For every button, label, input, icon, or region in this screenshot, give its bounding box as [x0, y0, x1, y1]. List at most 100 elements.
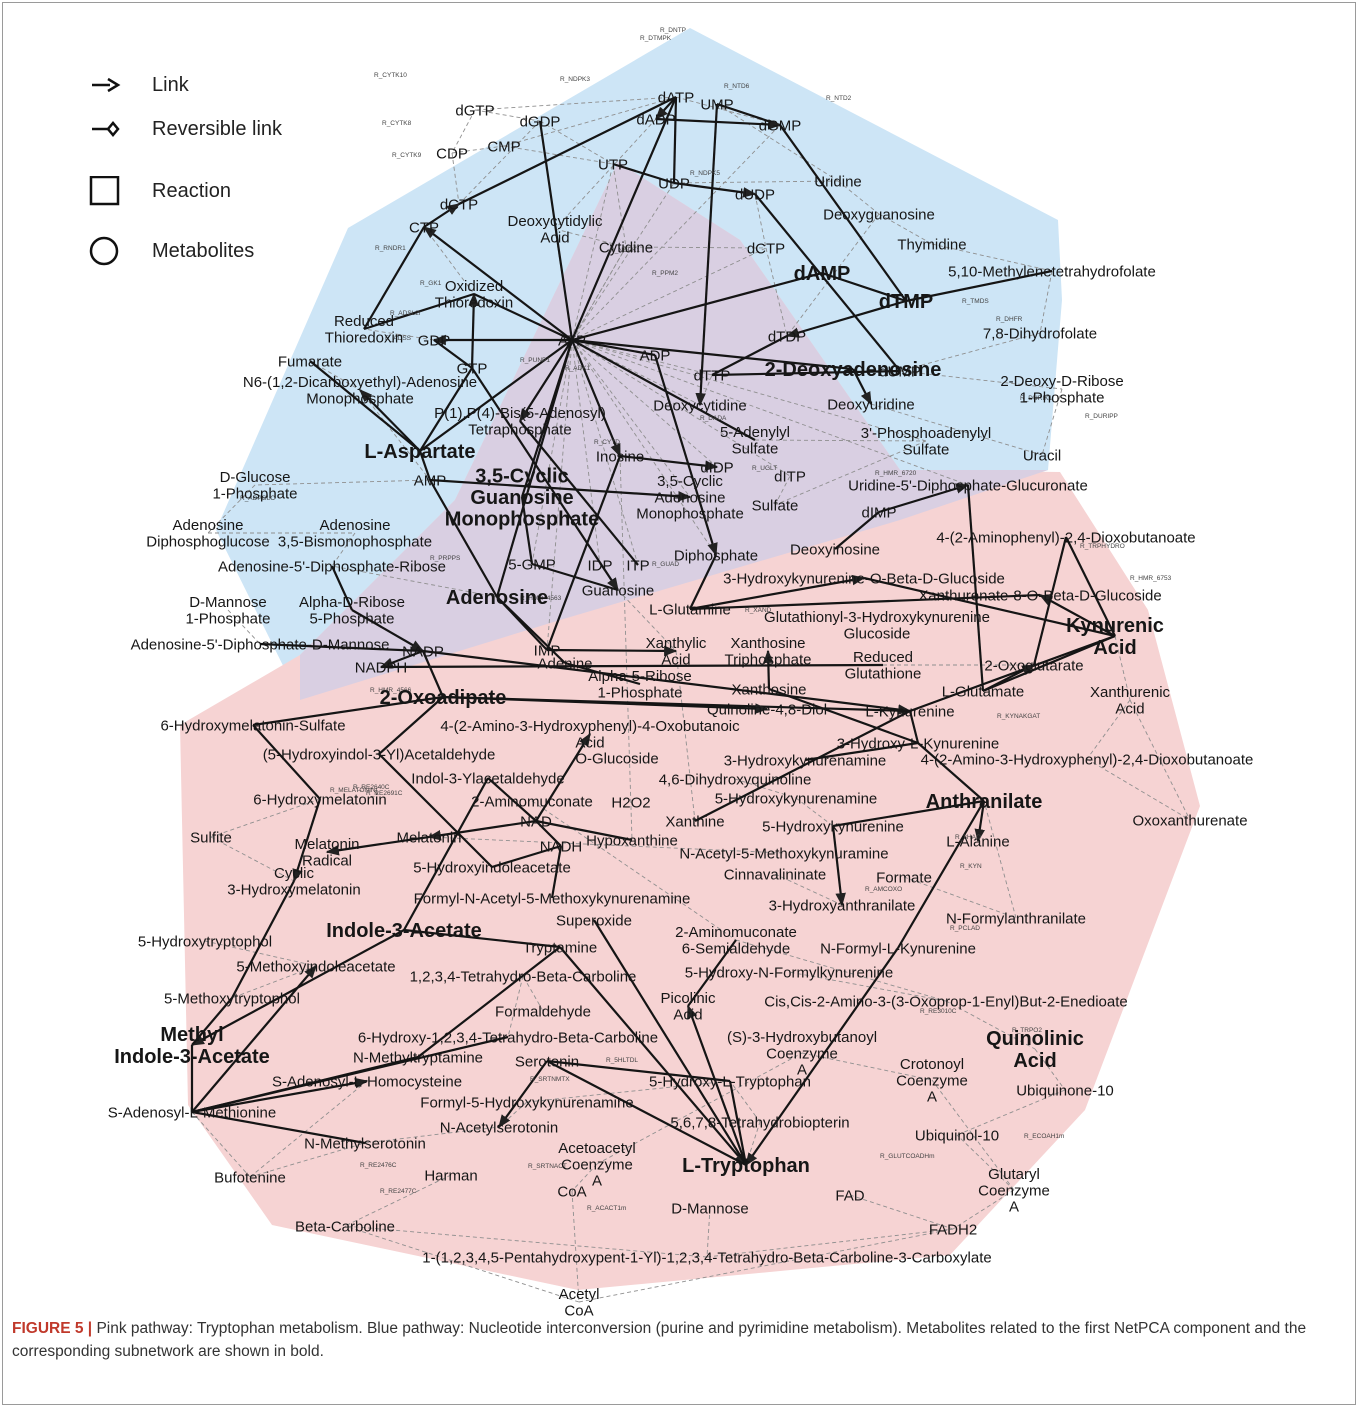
metabolite-XanthureneGlucoside: Xanthurenate-8-O-Beta-D-Glucoside	[918, 587, 1161, 604]
bold-link-Oxoadipate-Quinoline	[442, 695, 769, 714]
metabolite-dGMP: dGMP	[759, 117, 802, 134]
reaction-label: R_GUAD	[652, 561, 679, 568]
bold-link-NADH-HIAA	[491, 844, 562, 869]
bold-link-NAD-AHOB	[535, 732, 591, 822]
metabolite-Inosine: Inosine	[596, 448, 644, 465]
metabolite-Xanthosine: Xanthosine	[731, 681, 806, 698]
metabolite-HKynurenamine: 3-Hydroxykynurenamine	[724, 752, 887, 769]
metabolite-dCTP: dCTP	[440, 196, 478, 213]
region-tryptophan-metabolism	[180, 162, 1200, 1290]
bold-link-GTP-OxThio	[468, 292, 479, 369]
link-Dihydroxyquinoline-HKynurenamine5	[734, 778, 797, 799]
bold-link-HK-HKynurenamine	[804, 741, 919, 762]
link-DeoxycytidylicAcid-Cytidine	[554, 228, 627, 248]
bold-link-HK-Xanthosine	[768, 687, 919, 745]
metabolite-Dihydrofolate: 7,8-Dihydrofolate	[983, 325, 1097, 342]
reaction-label: R_SRTNMTX	[530, 1076, 570, 1083]
bold-link-KynurenicAcid-AminophenylDioxo	[1065, 536, 1116, 637]
reaction-label: R_NTD2	[826, 95, 852, 102]
link-ATP-dCTP2	[571, 247, 767, 341]
metabolite-UDPGlcA: Uridine-5'-Diphosphate-Glucuronate	[848, 477, 1088, 494]
bold-link-GMP-Guanosine	[531, 562, 619, 592]
metabolite-Deoxycytidine: Deoxycytidine	[653, 397, 746, 414]
metabolite-Ubiquinone: Ubiquinone-10	[1016, 1082, 1114, 1099]
metabolite-AMP: AMP	[414, 472, 447, 489]
reaction-label: R_ADPGLC	[240, 495, 275, 502]
bold-link-HIAA-HIAAld	[378, 753, 493, 868]
metabolite-HIAA: 5-Hydroxyindoleacetate	[413, 859, 571, 876]
link-Deoxycytidine-dTTP	[699, 374, 713, 406]
metabolite-dAMP: dAMP	[794, 263, 851, 285]
metabolite-HK5: 5-Hydroxykynurenine	[762, 818, 904, 835]
metabolite-Aminomuconate: 2-Aminomuconate	[471, 793, 593, 810]
bold-link-Cyclic3HM-MTryptophol	[231, 880, 295, 999]
bold-link-ADP-Diphosphate	[653, 354, 718, 557]
bold-link-ATP-Ap4A	[519, 339, 573, 423]
region-overlap	[300, 162, 1048, 700]
link-Harman-BetaCarboline	[344, 1174, 452, 1227]
metabolite-Ap4A: P(1),P(4)-Bis(5-Adenosyl)Tetraphosphate	[434, 405, 606, 438]
reaction-label: R_DURIK1	[1020, 395, 1053, 402]
reaction-label: R_DTMPK	[640, 35, 672, 42]
metabolite-Diphosphate: Diphosphate	[674, 547, 758, 564]
metabolite-FormylNAc: Formyl-N-Acetyl-5-Methoxykynurenamine	[414, 890, 691, 907]
metabolite-Thymidine: Thymidine	[897, 236, 966, 253]
metabolite-Dihydroxyquinoline: 4,6-Dihydroxyquinoline	[659, 771, 812, 788]
link-dGTP-dGDP	[474, 109, 541, 122]
link-PAPS-Sulfate	[774, 440, 927, 506]
link-AMP-DGlucose	[254, 479, 431, 486]
reaction-label: R_5HLTDL	[606, 1057, 638, 1064]
reaction-label: R_HMR_4566	[370, 687, 412, 694]
link-AdenylylSulfate-PAPS	[754, 439, 927, 442]
metabolite-HTryptophol: 5-Hydroxytryptophol	[138, 933, 272, 950]
legend: Link Reversible link Reaction Metabolite…	[80, 66, 360, 276]
reaction-label: R_PCLAD	[950, 925, 980, 932]
metabolite-Deoxyuridine: Deoxyuridine	[827, 396, 915, 413]
metabolite-IAAld: Indol-3-Ylacetaldehyde	[411, 770, 564, 787]
link-ATP-UDP	[571, 182, 675, 341]
reaction-label: R_HMR_6720	[875, 470, 917, 477]
metabolite-dCTP2: dCTP	[747, 240, 785, 257]
reaction-label: R_CYTK8	[382, 120, 412, 127]
link-Quinolinic-Ubiquinone	[1034, 1048, 1066, 1091]
bold-link-SAM-HTHBC	[191, 1035, 509, 1114]
metabolite-Anthranilate: Anthranilate	[926, 791, 1043, 813]
metabolite-LTryptophan: L-Tryptophan	[682, 1155, 810, 1177]
bold-link-dADP-dGMP	[655, 117, 782, 130]
square-icon	[89, 176, 120, 206]
metabolite-dADP: dADP	[636, 111, 675, 128]
bold-link-IAA-Tryptamine	[403, 928, 561, 949]
bold-link-SAM-MIAA	[191, 964, 317, 1113]
reaction-label: R_SRTNACT	[528, 1163, 567, 1170]
link-KynurenicAcid-XanthurenicAcid	[1114, 635, 1131, 701]
metabolite-Serotonin: Serotonin	[515, 1053, 579, 1070]
reaction-label: R_XAND	[745, 607, 772, 614]
metabolite-dIMP: dIMP	[861, 504, 896, 521]
reaction-label: R_DNTP	[660, 27, 686, 34]
link-PHTBC-BetaCarboline	[344, 1225, 708, 1258]
metabolite-Guanosine: Guanosine	[582, 582, 655, 599]
circle-icon	[89, 236, 119, 266]
bold-link-UDPGlcA-LGlutamate	[966, 484, 985, 692]
reaction-label: R_CYTD	[594, 439, 620, 446]
reaction-label: R_TMDS	[962, 298, 989, 305]
link-dUMP-DeoxyRibose	[899, 370, 1063, 390]
metabolite-dTDP: dTDP	[768, 328, 806, 345]
metabolite-UMP: UMP	[700, 96, 733, 113]
reaction-label: R_HMR_4563	[520, 595, 562, 602]
metabolite-CMP: CMP	[487, 138, 520, 155]
metabolite-ADPRibose: Adenosine-5'-Diphosphate-Ribose	[218, 558, 446, 575]
metabolite-ADP: ADP	[640, 347, 671, 364]
metabolite-NMS: N-Methylserotonin	[304, 1135, 426, 1152]
link-GlutarylCoA-FADH2	[952, 1189, 1015, 1230]
bold-link-LTryptophan-Superoxide	[593, 919, 747, 1166]
